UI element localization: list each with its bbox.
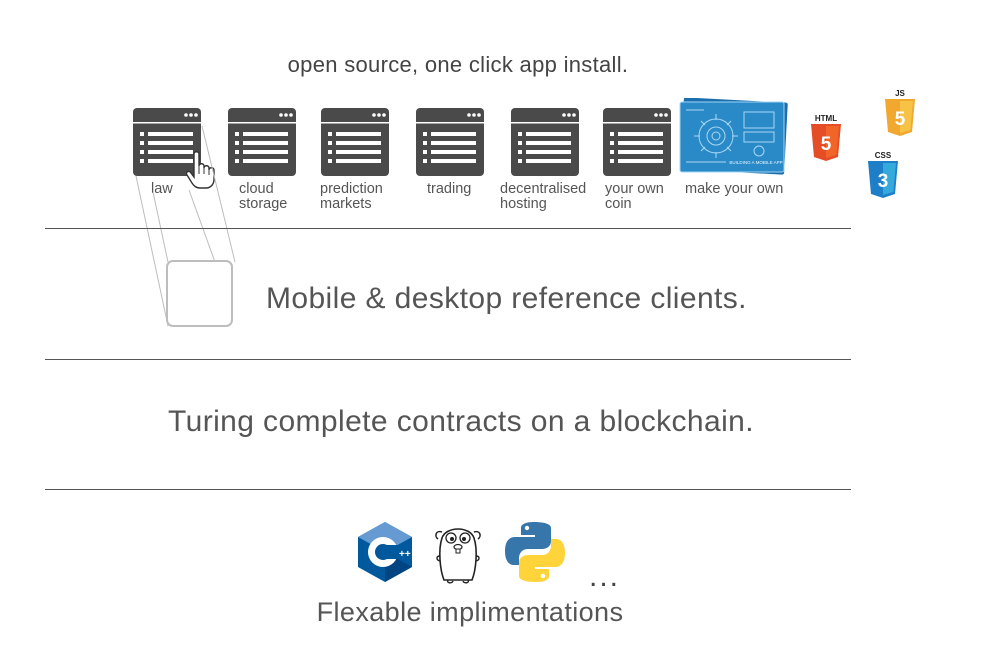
go-gopher-icon (432, 518, 484, 586)
cpp-icon: ++ (356, 520, 414, 584)
divider (45, 489, 851, 490)
contracts-text: Turing complete contracts on a blockchai… (168, 405, 754, 438)
blueprint-icon: BUILDING A MOBILE APP (679, 97, 788, 175)
more-ellipsis: ... (589, 560, 621, 593)
divider (45, 359, 851, 360)
js-badge-number: 5 (895, 109, 906, 130)
js-icon: JS 5 (882, 88, 918, 140)
app-label: decentralised hosting (500, 181, 587, 212)
svg-text:++: ++ (399, 549, 411, 560)
make-your-own-blueprint[interactable]: BUILDING A MOBILE APP (678, 97, 790, 176)
python-icon (503, 520, 567, 584)
app-icon[interactable] (511, 108, 579, 176)
app-label: trading (427, 181, 472, 197)
app-label: law (151, 181, 173, 197)
css-badge-number: 3 (878, 171, 889, 192)
implementations-text: Flexable implimentations (316, 597, 624, 627)
app-icon[interactable] (416, 108, 484, 176)
app-label: prediction markets (320, 181, 383, 212)
app-icon[interactable] (321, 108, 389, 176)
app-label: your own coin (605, 181, 664, 212)
app-label: cloud storage (239, 181, 288, 212)
app-icon[interactable] (228, 108, 296, 176)
html5-icon: HTML 5 (808, 113, 844, 163)
blueprint-caption: BUILDING A MOBILE APP (729, 160, 782, 165)
app-icon[interactable] (603, 108, 671, 176)
divider (45, 228, 851, 229)
clients-text: Mobile & desktop reference clients. (266, 282, 747, 315)
css3-icon: CSS 3 (865, 150, 901, 202)
html-badge-label: HTML (815, 114, 837, 123)
client-device-box (166, 260, 233, 327)
make-your-own-label: make your own (685, 181, 784, 197)
app-icon[interactable] (133, 108, 201, 176)
css-badge-label: CSS (875, 151, 892, 160)
js-badge-label: JS (895, 89, 905, 98)
headline: open source, one click app install. (287, 52, 629, 77)
html-badge-number: 5 (821, 134, 832, 155)
